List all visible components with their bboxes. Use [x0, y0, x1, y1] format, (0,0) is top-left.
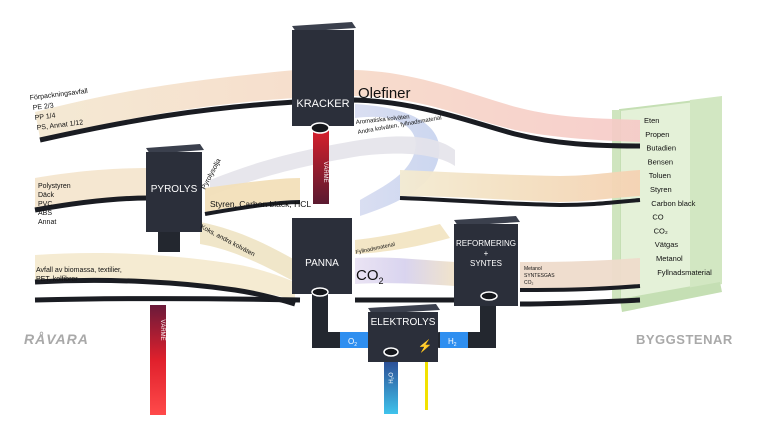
section-output-label: BYGGSTENAR: [636, 332, 733, 347]
input-plastic-mid-3: ABS: [38, 210, 52, 217]
flow-reforming-out: [520, 258, 640, 288]
flow-aromatic-out: [400, 170, 640, 202]
unit-panna: PANNA: [292, 218, 352, 297]
unit-elektrolys: ELEKTROLYS ⚡: [368, 304, 440, 362]
output-item: Styren: [650, 185, 672, 194]
flow-plastic-mid: [35, 168, 148, 208]
flow-gray-loop: [210, 136, 455, 196]
output-item: Fyllnadsmaterial: [657, 268, 712, 277]
label-o2-sub: 2: [354, 342, 357, 348]
label-h2-sub: 2: [454, 342, 457, 348]
label-styren: Styren, Carbon black, HCL: [210, 199, 311, 209]
flow-styren: [205, 178, 300, 212]
output-tray: [612, 96, 722, 312]
input-plastic-mid-1: Däck: [38, 192, 54, 199]
label-h2-main: H: [448, 337, 454, 346]
label-varme-kracker: VÄRME: [322, 161, 329, 182]
input-plastic-mid-0: Polystyren: [38, 183, 71, 190]
label-o2: O2: [348, 337, 357, 348]
heat-pipe-input: [150, 305, 166, 415]
label-co2-sub: 2: [379, 276, 384, 286]
reforming-label-3: SYNTES: [470, 259, 502, 268]
water-pipe: [384, 354, 398, 414]
flow-biomass: [35, 253, 295, 300]
input-plastic-mid-2: PVC: [38, 201, 52, 208]
flow-ribbons: [34, 70, 641, 307]
pyrolys-label: PYROLYS: [151, 184, 198, 195]
output-item: Metanol: [656, 254, 683, 263]
reforming-label-2: +: [484, 249, 489, 258]
flow-koks: [200, 222, 295, 282]
label-h2o: H₂O: [389, 372, 395, 384]
input-plastic-top-1: PE 2/3: [32, 102, 54, 112]
unit-pyrolys: PYROLYS: [146, 144, 204, 252]
label-co2: CO2: [356, 267, 384, 286]
lightning-icon: ⚡: [418, 339, 433, 353]
power-line: [425, 355, 428, 410]
output-item: Toluen: [649, 171, 671, 180]
output-item: CO₂: [654, 226, 668, 235]
output-item: Vätgas: [655, 240, 679, 249]
output-item: Carbon black: [651, 199, 695, 208]
label-co2-main: CO: [356, 267, 379, 284]
input-biomass-1: PET, kolfibrer: [36, 276, 78, 283]
section-input-label: RÅVARA: [24, 331, 89, 347]
reforming-label-1: REFORMERING: [456, 239, 516, 248]
unit-kracker: KRACKER: [292, 22, 356, 134]
input-plastic-top-0: Förpackningsavfall: [29, 88, 88, 102]
panna-label: PANNA: [305, 258, 339, 269]
unit-reforming: REFORMERING + SYNTES: [454, 216, 520, 306]
label-metanol-2: CO₂: [524, 280, 534, 286]
label-metanol-0: Metanol: [524, 266, 542, 272]
input-plastic-mid-4: Annat: [38, 219, 56, 226]
flow-co2: [355, 257, 455, 286]
output-item: CO: [652, 213, 663, 222]
output-labels: EtenPropenButadienBensenToluenStyrenCarb…: [644, 116, 712, 277]
label-o2-main: O: [348, 337, 354, 346]
output-item: Butadien: [646, 144, 676, 153]
output-item: Propen: [645, 130, 669, 139]
label-h2: H2: [448, 337, 457, 348]
input-biomass-0: Avfall av biomassa, textilier,: [36, 267, 122, 274]
output-item: Eten: [644, 116, 659, 125]
flow-fyllnad: [355, 224, 450, 254]
input-plastic-top-2: PP 1/4: [34, 112, 56, 122]
label-aromatics-1: Aromatiska kolväten: [356, 114, 410, 126]
elektrolys-label: ELEKTROLYS: [371, 317, 436, 328]
label-metanol-1: SYNTESGAS: [524, 273, 555, 279]
output-item: Bensen: [648, 157, 673, 166]
flow-plastic-top: [35, 70, 640, 142]
heat-pipe-kracker: [313, 124, 329, 204]
kracker-label: KRACKER: [296, 98, 349, 110]
pipes: [150, 124, 496, 415]
label-olefiner: Olefiner: [358, 85, 411, 102]
label-varme-input: VÄRME: [159, 319, 166, 340]
